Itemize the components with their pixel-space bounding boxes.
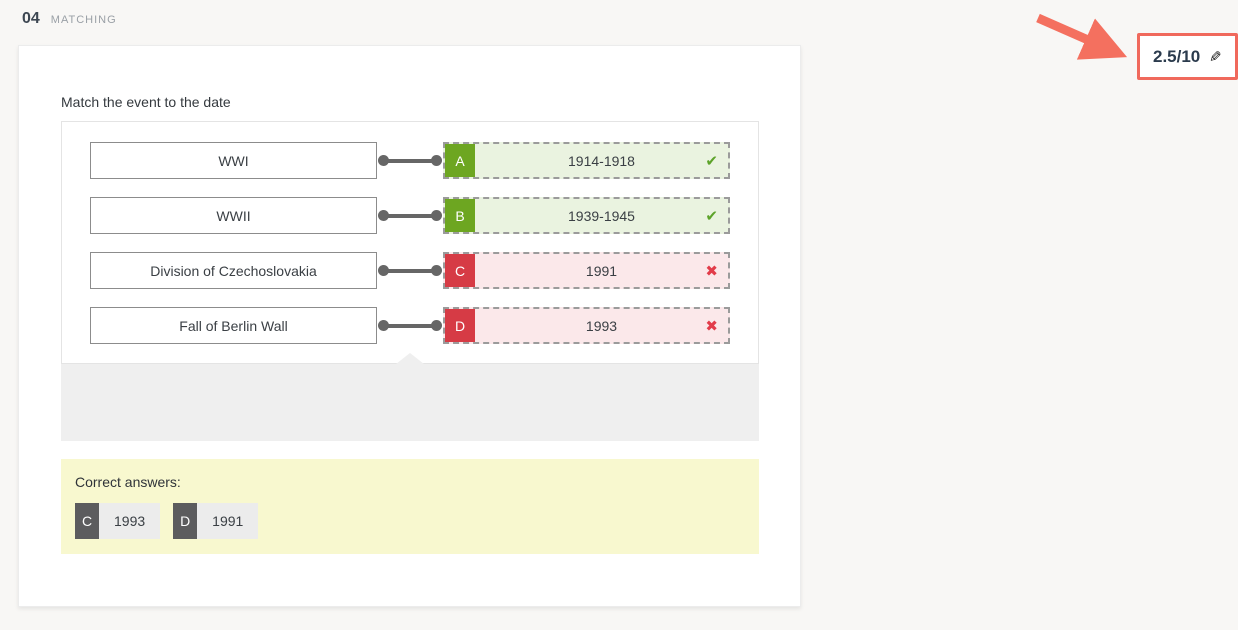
answer-value: 1993: [585, 317, 618, 334]
correct-answers-chips: C 1993 D 1991: [75, 503, 745, 539]
connector-line: [377, 252, 443, 289]
x-icon: ✖: [705, 262, 718, 280]
choices-tray: [61, 353, 759, 441]
x-icon: ✖: [705, 317, 718, 335]
score-badge[interactable]: 2.5/10 ✎: [1137, 33, 1238, 80]
correct-answers-label: Correct answers:: [75, 474, 181, 490]
event-label: Division of Czechoslovakia: [150, 262, 317, 279]
answer-drop-target: A 1914-1918 ✔: [443, 142, 730, 179]
chip-value: 1993: [99, 503, 161, 539]
matching-rows: WWI A 1914-1918 ✔ WWII B 1939-1945 ✔: [62, 142, 758, 344]
chip-letter: C: [75, 503, 99, 539]
answer-value: 1939-1945: [568, 207, 635, 224]
connector-line: [377, 197, 443, 234]
question-header: 04 MATCHING: [22, 10, 117, 28]
event-box: Division of Czechoslovakia: [90, 252, 377, 289]
connector-dot-right: [431, 155, 442, 166]
event-box: WWII: [90, 197, 377, 234]
event-label: WWI: [218, 152, 249, 169]
answer-letter-badge: A: [445, 144, 475, 177]
answer-value: 1914-1918: [568, 152, 635, 169]
connector-dot-right: [431, 320, 442, 331]
score-value: 2.5/10: [1153, 46, 1201, 66]
check-icon: ✔: [705, 152, 718, 170]
question-card: Match the event to the date WWI A 1914-1…: [18, 45, 801, 607]
event-label: WWII: [216, 207, 251, 224]
answer-drop-target: B 1939-1945 ✔: [443, 197, 730, 234]
correct-answer-chip: C 1993: [75, 503, 161, 539]
pencil-edit-icon[interactable]: ✎: [1209, 48, 1222, 66]
question-number: 04: [22, 10, 40, 27]
match-row: Division of Czechoslovakia C 1991 ✖: [90, 252, 758, 289]
connector-line: [377, 307, 443, 344]
event-label: Fall of Berlin Wall: [179, 317, 288, 334]
annotation-arrow-icon: [1036, 13, 1128, 60]
connector-line: [377, 142, 443, 179]
answer-drop-target: D 1993 ✖: [443, 307, 730, 344]
match-row: Fall of Berlin Wall D 1993 ✖: [90, 307, 758, 344]
answer-letter-badge: C: [445, 254, 475, 287]
question-prompt: Match the event to the date: [61, 94, 231, 110]
event-box: Fall of Berlin Wall: [90, 307, 377, 344]
check-icon: ✔: [705, 207, 718, 225]
connector-bar: [383, 158, 437, 163]
match-row: WWII B 1939-1945 ✔: [90, 197, 758, 234]
answer-letter-badge: B: [445, 199, 475, 232]
correct-answer-chip: D 1991: [173, 503, 259, 539]
connector-dot-right: [431, 210, 442, 221]
connector-dot-right: [431, 265, 442, 276]
question-type-label: MATCHING: [50, 14, 117, 26]
connector-bar: [383, 268, 437, 273]
connector-bar: [383, 213, 437, 218]
tray-caret: [396, 353, 424, 364]
answer-value: 1991: [585, 262, 618, 279]
correct-answers-section: Correct answers: C 1993 D 1991: [61, 459, 759, 554]
chip-letter: D: [173, 503, 198, 539]
chip-value: 1991: [197, 503, 259, 539]
connector-bar: [383, 323, 437, 328]
answer-drop-target: C 1991 ✖: [443, 252, 730, 289]
match-row: WWI A 1914-1918 ✔: [90, 142, 758, 179]
answer-letter-badge: D: [445, 309, 475, 342]
matching-panel: WWI A 1914-1918 ✔ WWII B 1939-1945 ✔: [61, 121, 759, 364]
event-box: WWI: [90, 142, 377, 179]
